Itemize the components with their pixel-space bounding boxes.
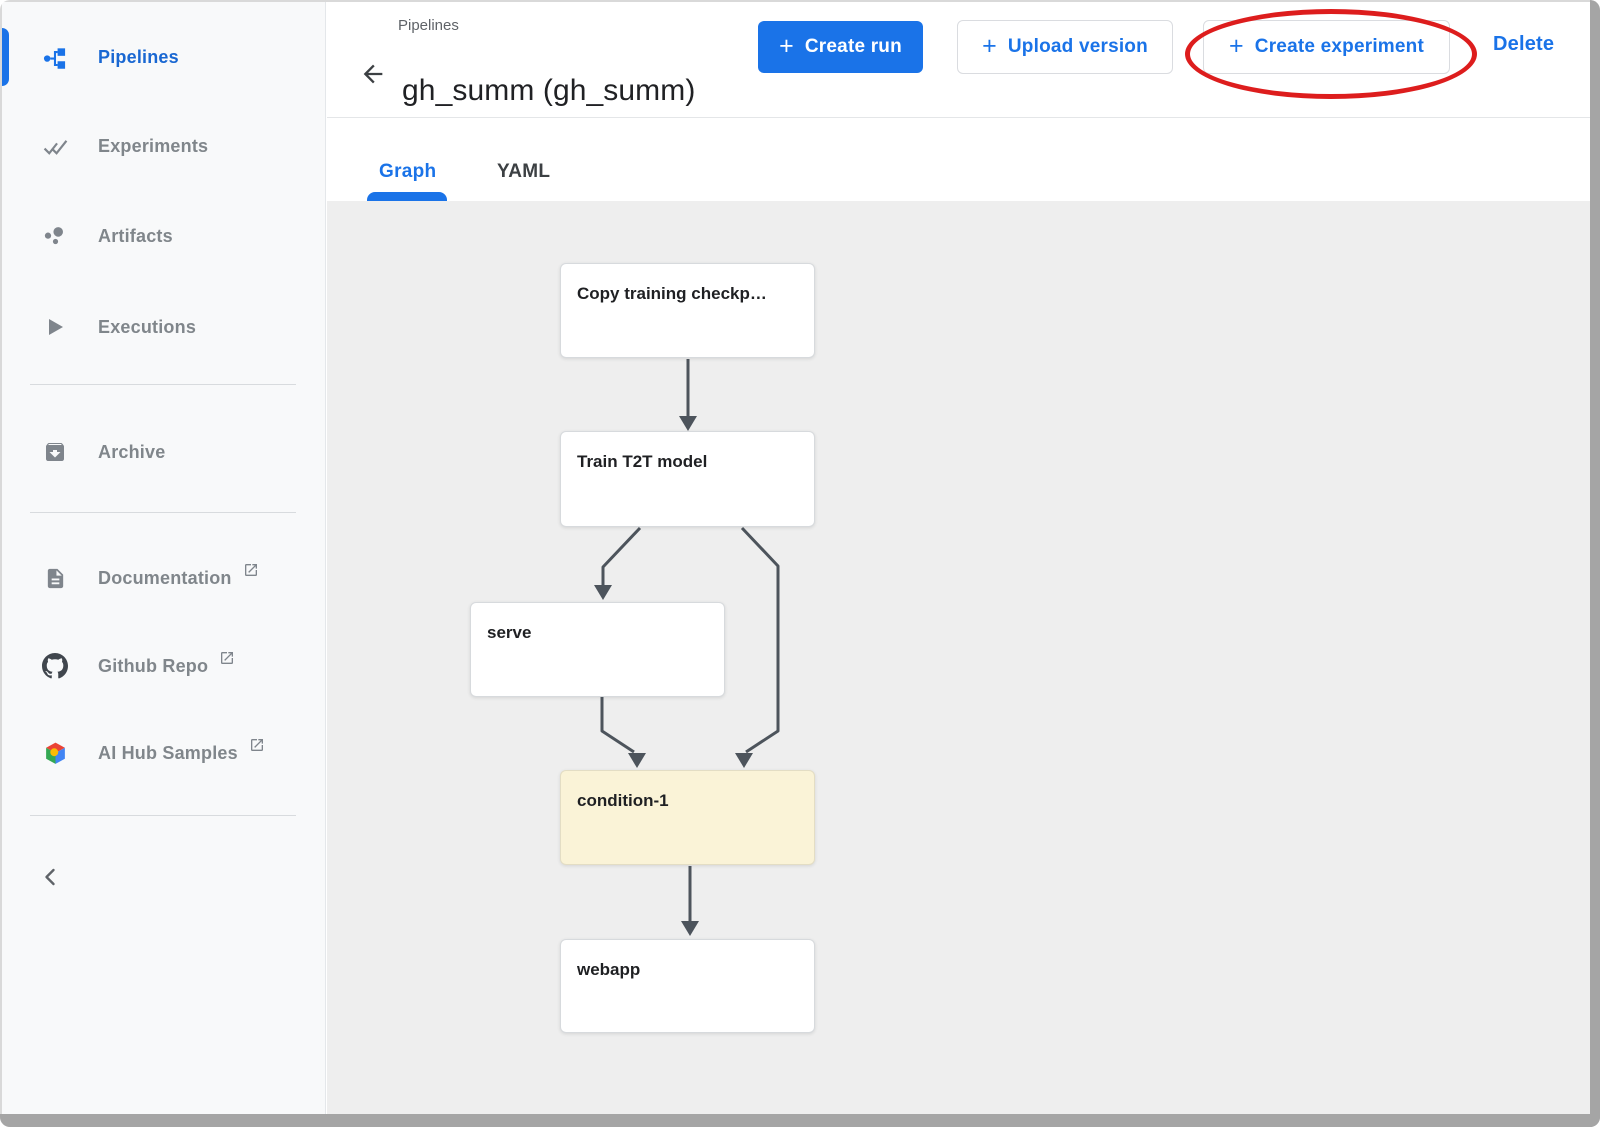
sidebar-item-pipelines[interactable]: Pipelines	[2, 27, 325, 87]
upload-version-button[interactable]: + Upload version	[957, 20, 1173, 74]
sidebar-item-label: Archive	[98, 441, 166, 462]
aihub-icon	[42, 740, 68, 766]
sidebar-item-archive[interactable]: Archive	[2, 422, 325, 482]
sidebar-item-documentation[interactable]: Documentation	[2, 548, 325, 608]
breadcrumb[interactable]: Pipelines	[398, 17, 459, 34]
sidebar-item-label: Executions	[98, 316, 197, 337]
sidebar-item-label: Documentation	[98, 567, 232, 588]
plus-icon: +	[779, 31, 794, 60]
node-label: Train T2T model	[577, 452, 708, 471]
sidebar-item-ai-hub-samples[interactable]: AI Hub Samples	[2, 723, 325, 783]
sidebar-item-artifacts[interactable]: Artifacts	[2, 206, 325, 266]
external-link-icon	[219, 650, 235, 671]
create-experiment-label: Create experiment	[1254, 36, 1424, 57]
node-label: condition-1	[577, 791, 669, 810]
archive-icon	[42, 439, 68, 465]
active-item-indicator	[2, 28, 9, 86]
external-link-icon	[249, 737, 265, 758]
pipelines-icon	[42, 44, 68, 70]
page-title: gh_summ (gh_summ)	[402, 74, 696, 108]
external-link-icon	[243, 562, 259, 583]
executions-icon	[42, 314, 68, 340]
sidebar-item-label: Experiments	[98, 135, 209, 156]
plus-icon: +	[982, 31, 997, 60]
graph-node-serve[interactable]: serve	[470, 602, 725, 697]
github-icon	[42, 653, 68, 679]
sidebar-divider	[30, 512, 296, 513]
create-run-button[interactable]: + Create run	[758, 21, 923, 73]
window-border-top	[0, 0, 1600, 2]
sidebar-item-executions[interactable]: Executions	[2, 297, 325, 357]
sidebar-item-label: Artifacts	[98, 225, 173, 246]
graph-node-condition-1[interactable]: condition-1	[560, 770, 815, 865]
delete-button[interactable]: Delete	[1487, 32, 1560, 57]
artifacts-icon	[42, 223, 68, 249]
plus-icon: +	[1228, 31, 1244, 60]
graph-node-copy-training-checkpoint[interactable]: Copy training checkp…	[560, 263, 815, 358]
sidebar-item-experiments[interactable]: Experiments	[2, 116, 325, 176]
window-border-left	[0, 0, 2, 1127]
node-label: serve	[487, 623, 532, 642]
sidebar-divider	[30, 384, 296, 385]
tab-graph[interactable]: Graph	[379, 161, 437, 182]
create-run-label: Create run	[804, 36, 902, 57]
active-tab-indicator	[367, 192, 447, 201]
tab-bar: Graph YAML	[327, 119, 1590, 201]
tab-yaml[interactable]: YAML	[497, 161, 551, 182]
graph-node-webapp[interactable]: webapp	[560, 939, 815, 1033]
sidebar-collapse-button[interactable]	[36, 864, 66, 894]
window-border-right	[1590, 0, 1600, 1127]
sidebar: Pipelines Experiments Artifacts Executio…	[2, 2, 326, 1114]
node-label: webapp	[577, 960, 641, 979]
back-button[interactable]	[357, 60, 389, 92]
arrow-left-icon	[359, 60, 387, 93]
chevron-left-icon	[39, 865, 63, 894]
sidebar-divider	[30, 815, 296, 816]
document-icon	[42, 565, 68, 591]
create-experiment-button[interactable]: + Create experiment	[1203, 20, 1450, 74]
experiments-icon	[42, 133, 68, 159]
window-border-bottom	[0, 1114, 1600, 1127]
node-label: Copy training checkp…	[577, 284, 767, 303]
sidebar-item-github-repo[interactable]: Github Repo	[2, 636, 325, 696]
sidebar-item-label: Pipelines	[98, 46, 179, 67]
graph-node-train-t2t-model[interactable]: Train T2T model	[560, 431, 815, 527]
sidebar-item-label: AI Hub Samples	[98, 742, 238, 763]
page-header: Pipelines gh_summ (gh_summ) + Create run…	[327, 2, 1590, 118]
sidebar-item-label: Github Repo	[98, 655, 209, 676]
upload-version-label: Upload version	[1007, 36, 1148, 57]
